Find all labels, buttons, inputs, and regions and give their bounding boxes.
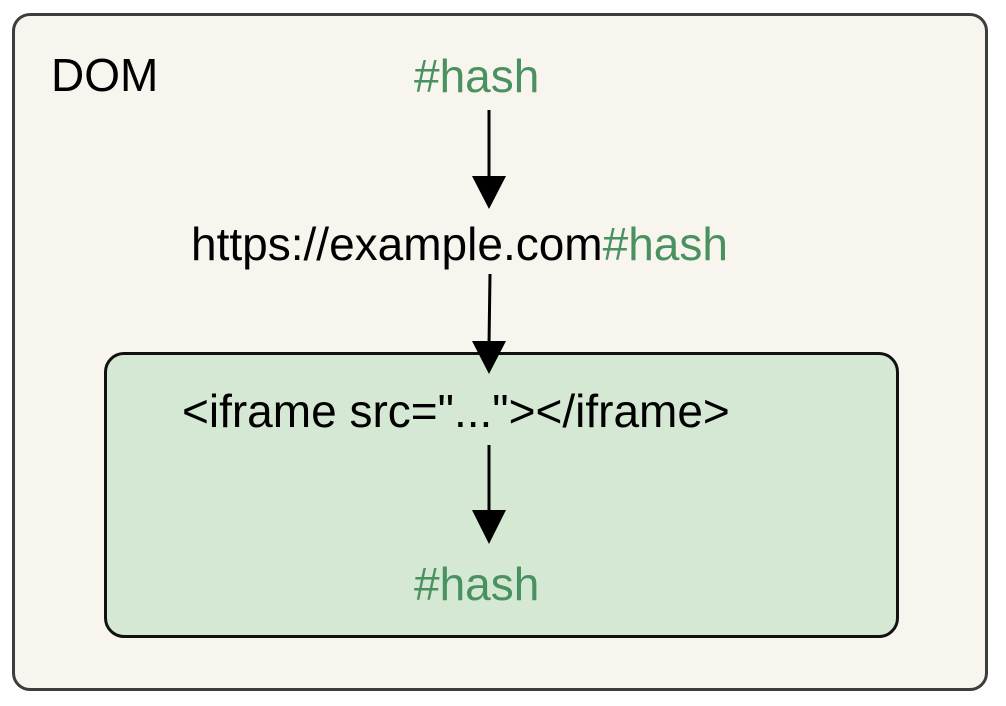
url-hash: #hash <box>602 218 728 270</box>
dom-label: DOM <box>51 49 159 101</box>
hash-target-label: #hash <box>414 558 540 610</box>
iframe-label: <iframe src="..."></iframe> <box>182 385 730 437</box>
url-base: https://example.com <box>191 218 603 270</box>
iframe-container <box>104 352 899 638</box>
url-label: https://example.com#hash <box>191 221 728 267</box>
hash-source-label: #hash <box>414 50 540 102</box>
